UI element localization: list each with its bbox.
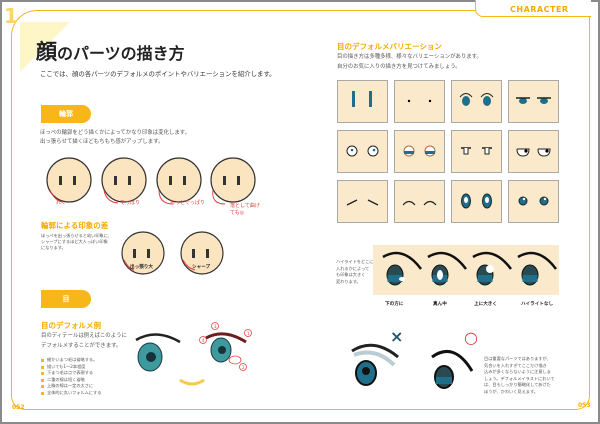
highlight-eyes-illustration — [382, 251, 557, 286]
svg-text:2: 2 — [242, 365, 245, 370]
eye-variant — [337, 130, 388, 173]
page-frame — [11, 10, 311, 410]
contour-text-1: ほっぺの輪郭をどう描くかによってかなり印象は変化します。 — [40, 130, 190, 136]
eye-variant — [394, 130, 445, 173]
annotation-numbers: 1 2 3 4 — [202, 324, 250, 370]
contour-text-2: 出っ張らせて描くほどもちもち感がアップします。 — [40, 139, 164, 145]
brand-label: CHARACTER — [510, 5, 569, 14]
note-line: 込みが多くならないように注意しま — [484, 369, 551, 374]
section-pill-contour: 輪郭 — [41, 105, 91, 123]
highlight-text-line: 入れるかによって — [336, 265, 370, 271]
highlight-label-4: ハイライトなし — [521, 302, 554, 307]
eye-text-2: デフォルメすることができます。 — [41, 343, 122, 349]
page-number: 053 — [578, 402, 591, 409]
right-page: CHARACTER 目のデフォルメバリエーション 目の描き方は多種多様、様々なバ… — [290, 0, 598, 422]
eye-heading: 目のデフォルメ例 — [41, 321, 101, 330]
impression-text-3: になります。 — [41, 245, 66, 250]
head-label-2: でっぱり — [120, 200, 141, 206]
svg-text:3: 3 — [214, 324, 217, 329]
bad-eye-illustration — [351, 343, 399, 386]
note-line: 気合いを入れすぎてここだけ描き — [484, 362, 547, 368]
svg-text:4: 4 — [202, 338, 205, 343]
page-title: 顔のパーツの描き方 — [36, 36, 185, 66]
page-number: 052 — [12, 404, 25, 411]
highlight-text-line: も印象は大きく — [336, 272, 366, 277]
eye-variant — [337, 180, 388, 223]
section-pill-eye: 目 — [41, 290, 91, 308]
highlight-text-line: ハイライトをどこに — [336, 259, 374, 264]
chapter-number: 1 — [4, 4, 18, 28]
highlight-band — [373, 245, 559, 295]
svg-text:1: 1 — [247, 331, 250, 336]
page-frame — [290, 10, 590, 410]
head-label-1: れく — [56, 200, 67, 206]
impression-text-2: シャープにするほど大人っぽい印象 — [41, 239, 108, 244]
head-label-3: もっとでっぱり — [170, 200, 205, 206]
highlight-label-3: 上に大きく — [474, 302, 497, 307]
title-rest: のパーツの描き方 — [57, 44, 185, 63]
bullet: 細かいまつ毛は省略する。 — [41, 357, 101, 364]
good-eye-illustration — [431, 349, 474, 389]
bullet: 上瞼の線は一定の太さに — [41, 383, 101, 390]
bullet: 描いても1〜2本程度 — [41, 364, 101, 371]
eye-text-1: 目のディテールは例えばこのように — [41, 333, 127, 339]
highlight-text: ハイライトをどこに 入れるかによって も印象は大きく 変わります。 — [336, 259, 373, 285]
eye-variant — [508, 130, 559, 173]
eye-variant — [508, 180, 559, 223]
variation-text-1: 目の描き方は多種多様、様々なバリエーションがあります。 — [337, 54, 482, 60]
contour-heads-illustration — [46, 157, 256, 275]
variation-heading: 目のデフォルメバリエーション — [337, 42, 442, 51]
impression-heading: 輪郭による印象の差 — [41, 221, 109, 230]
eye-deform-illustration: 1 2 3 4 — [135, 322, 252, 386]
compare-label-2: シャープ — [192, 265, 211, 270]
bad-mark: × — [390, 327, 404, 346]
eye-variant — [508, 80, 559, 123]
note-line: しょう。デフォルメイラストにおいて — [484, 375, 555, 381]
highlight-text-line: 変わります。 — [336, 278, 361, 284]
good-mark: ○ — [464, 328, 478, 347]
bullet: 全体的に丸いフォルムにする — [41, 390, 101, 397]
title-decoration — [20, 22, 70, 72]
note-line: は、目もしっかり簡略化してあげた — [484, 382, 551, 387]
title-kanji: 顔 — [36, 40, 57, 64]
note-line: 目は重要なパーツではありますが、 — [484, 356, 551, 361]
left-page: 1 顔のパーツの描き方 ここでは、顔の各パーツのデフォルメのポイントやバリエーシ… — [2, 2, 311, 422]
bullet: 下まつ毛は点で表現する — [41, 370, 101, 377]
impression-text-1: ほっぺを出っ張らせると幼い印象に、 — [41, 233, 112, 238]
variation-text-2: 自分のお気に入りの描き方を見つけてみましょう。 — [337, 64, 461, 70]
intro-text: ここでは、顔の各パーツのデフォルメのポイントやバリエーションを紹介します。 — [40, 70, 276, 78]
eye-variant — [451, 130, 502, 173]
compare-label-1: 出っ張り大 — [130, 265, 153, 270]
highlight-label-1: 下の方に — [385, 302, 404, 307]
bullet: 二重の線は短く省略 — [41, 377, 101, 384]
eye-variant — [337, 80, 388, 123]
eye-variant — [394, 80, 445, 123]
eye-variant — [451, 80, 502, 123]
highlight-label-2: 真ん中 — [433, 302, 447, 307]
eye-variant — [394, 180, 445, 223]
note-line: ほうが、かわいく見えます。 — [484, 388, 538, 394]
header-tab — [475, 0, 591, 17]
eye-variant — [451, 180, 502, 223]
head-label-4: 落として曲げても◎ — [230, 203, 260, 216]
eye-bullet-list: 細かいまつ毛は省略する。 描いても1〜2本程度 下まつ毛は点で表現する 二重の線… — [41, 357, 101, 396]
note-text: 目は重要なパーツではありますが、 気合いを入れすぎてここだけ描き 込みが多くなら… — [484, 356, 555, 395]
